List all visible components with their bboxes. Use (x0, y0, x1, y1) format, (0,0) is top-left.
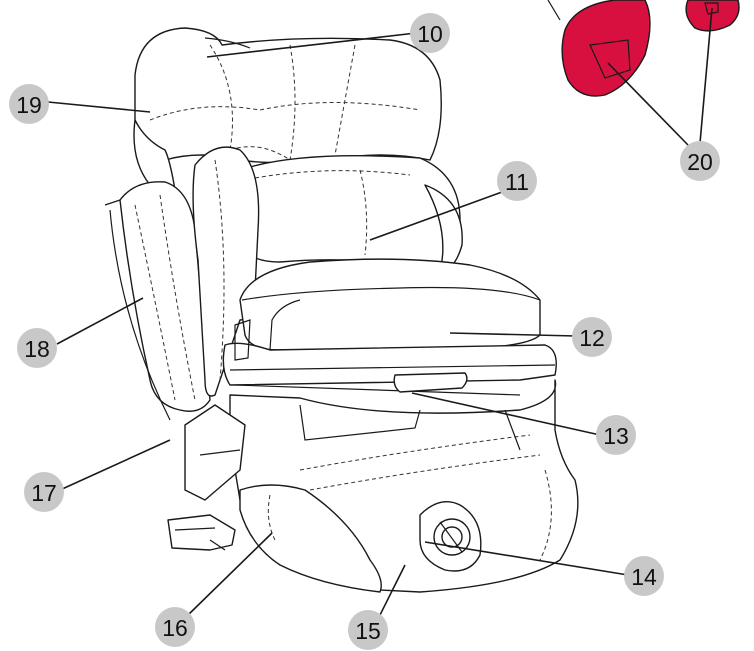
callout-12: 12 (572, 317, 612, 357)
callout-20: 20 (680, 141, 720, 181)
impact-shield (239, 258, 541, 351)
backrest-frame (133, 119, 176, 191)
isofix-bracket (184, 404, 246, 501)
svg-text:13: 13 (603, 423, 629, 449)
shoulder-pad-small (685, 0, 740, 32)
callout-17: 17 (24, 472, 64, 512)
shield-base (222, 342, 557, 386)
svg-text:15: 15 (355, 618, 381, 644)
svg-text:14: 14 (631, 564, 657, 590)
svg-text:19: 19 (16, 92, 42, 118)
callout-18: 18 (17, 328, 57, 368)
shoulder-pads (547, 0, 740, 97)
shield-adjustment-handle (393, 372, 468, 393)
callout-badges: 10 11 12 13 14 15 16 17 (9, 13, 720, 650)
backrest-cushion (239, 155, 461, 271)
callout-15: 15 (348, 610, 388, 650)
callout-19: 19 (9, 84, 49, 124)
car-seat-illustration (104, 27, 579, 593)
isofix-connector (167, 514, 236, 551)
svg-text:17: 17 (31, 480, 57, 506)
svg-text:18: 18 (24, 336, 50, 362)
svg-text:10: 10 (417, 21, 443, 47)
base-front-panel (239, 484, 382, 593)
callout-11: 11 (497, 161, 537, 201)
callout-13: 13 (596, 415, 636, 455)
callout-10: 10 (410, 13, 450, 53)
svg-text:11: 11 (505, 169, 529, 195)
leader-lines (47, 7, 713, 620)
callout-14: 14 (624, 556, 664, 596)
svg-text:16: 16 (162, 615, 188, 641)
callout-16: 16 (155, 607, 195, 647)
svg-text:20: 20 (687, 149, 713, 175)
svg-text:12: 12 (579, 325, 605, 351)
shoulder-pad-large (561, 0, 651, 97)
